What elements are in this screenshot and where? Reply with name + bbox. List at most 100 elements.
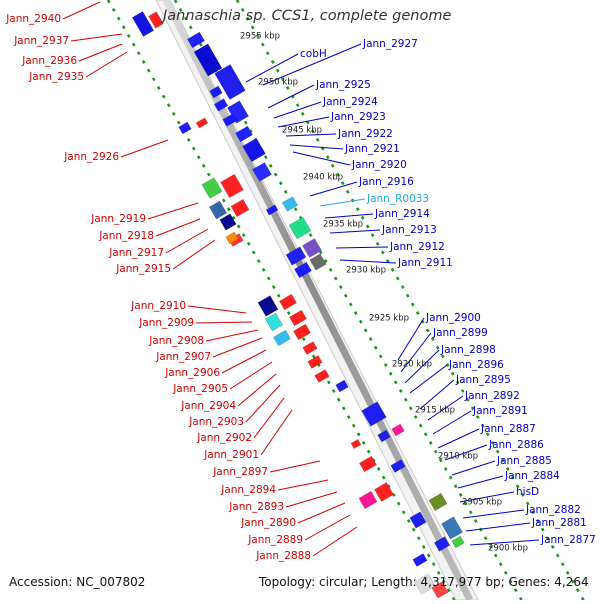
gene-block-25 [302,238,322,258]
gene-block-32 [279,293,297,311]
label-left-7: Jann_2918 [98,230,154,242]
gene-block-51 [451,535,465,549]
backbone-line [162,0,474,602]
label-left-13: Jann_2907 [155,351,211,363]
gene-block-38 [335,379,349,393]
gene-block-30 [264,312,284,332]
leader-right-14 [339,259,397,264]
gene-block-52 [412,553,428,567]
label-left-25: Jann_2888 [255,550,311,562]
leader-left-18 [253,397,285,439]
label-right-5: Jann_2923 [330,111,386,123]
gene-block-4 [193,43,223,77]
gene-block-42 [350,439,362,449]
leader-left-23 [297,502,346,524]
leader-left-24 [304,514,351,541]
scale-label-4: 2940 kbp [303,173,343,183]
leader-right-6 [285,133,337,137]
leader-right-28 [465,522,531,532]
gene-block-43 [359,455,377,473]
label-right-28: Jann_2881 [531,517,587,529]
scale-label-6: 2930 kbp [346,266,386,276]
gene-block-1 [131,11,155,37]
label-left-22: Jann_2893 [228,501,284,513]
topology-text: Topology: circular; Length: 4,317,977 bp… [259,575,589,589]
gene-block-47 [409,511,427,529]
leader-right-3 [267,84,315,109]
leader-right-19 [419,379,455,410]
genome-title: Jannaschia sp. CCS1, complete genome [163,8,452,24]
label-right-12: Jann_2913 [381,224,437,236]
label-right-17: Jann_2898 [440,344,496,356]
gene-block-9 [222,113,238,127]
label-right-8: Jann_2920 [351,159,407,171]
leader-right-25 [457,475,504,489]
gene-block-5 [214,64,246,100]
gene-block-53 [414,573,436,595]
leader-right-13 [335,246,389,249]
label-left-18: Jann_2902 [196,432,252,444]
leader-left-16 [237,373,277,407]
gene-block-34 [293,323,311,341]
label-left-20: Jann_2897 [212,466,268,478]
gene-block-22 [265,204,279,216]
leader-left-2 [70,33,123,42]
label-right-9: Jann_2916 [358,176,414,188]
gene-block-7 [209,85,223,99]
gene-block-40 [377,429,391,443]
label-left-19: Jann_2901 [203,449,259,461]
gene-block-31 [273,329,291,347]
scale-label-9: 2915 kbp [415,406,455,416]
gene-block-15 [201,177,223,199]
leader-right-24 [451,460,496,476]
leader-left-4 [85,51,128,78]
gene-block-33 [289,309,307,327]
gene-block-17 [208,200,228,220]
gene-block-14 [195,117,209,129]
label-right-18: Jann_2896 [448,359,504,371]
scale-label-3: 2945 kbp [282,126,322,136]
gene-block-27 [294,261,312,279]
leader-right-5 [277,116,330,128]
label-left-1: Jann_2940 [5,13,61,25]
label-left-5: Jann_2926 [63,151,119,163]
label-left-15: Jann_2905 [172,383,228,395]
gene-block-54 [431,581,449,599]
leader-right-2 [245,53,299,83]
leader-right-12 [329,229,381,234]
label-right-15: Jann_2900 [425,312,481,324]
label-left-6: Jann_2919 [90,213,146,225]
scale-label-8: 2920 kbp [392,360,432,370]
leader-right-22 [437,428,480,449]
label-leaders [62,1,540,557]
gene-block-23 [281,196,299,212]
label-left-9: Jann_2915 [115,263,171,275]
leader-left-19 [260,409,293,456]
gene-block-2 [148,11,164,29]
label-left-24: Jann_2889 [247,534,303,546]
label-left-4: Jann_2935 [28,71,84,83]
scale-label-7: 2925 kbp [369,314,409,324]
leader-right-23 [444,444,488,461]
leader-right-8 [292,151,351,166]
accession-text: Accession: NC_007802 [9,575,146,589]
scale-label-1: 2955 kbp [240,32,280,42]
gene-block-8 [213,98,229,112]
gene-block-50 [441,516,463,540]
leader-left-13 [212,337,263,358]
leader-left-9 [172,239,216,270]
scale-label-12: 2900 kbp [488,544,528,554]
gene-block-21 [225,231,239,245]
label-right-1: Jann_2927 [362,38,418,50]
gene-block-19 [230,198,250,218]
label-left-11: Jann_2909 [138,317,194,329]
label-right-21: Jann_2891 [472,405,528,417]
gene-block-35 [302,341,318,355]
leader-left-22 [285,491,338,508]
label-right-25: Jann_2884 [504,470,560,482]
leader-right-16 [400,332,432,373]
gene-block-18 [219,213,237,231]
label-left-8: Jann_2917 [108,247,164,259]
leader-right-27 [462,509,525,519]
